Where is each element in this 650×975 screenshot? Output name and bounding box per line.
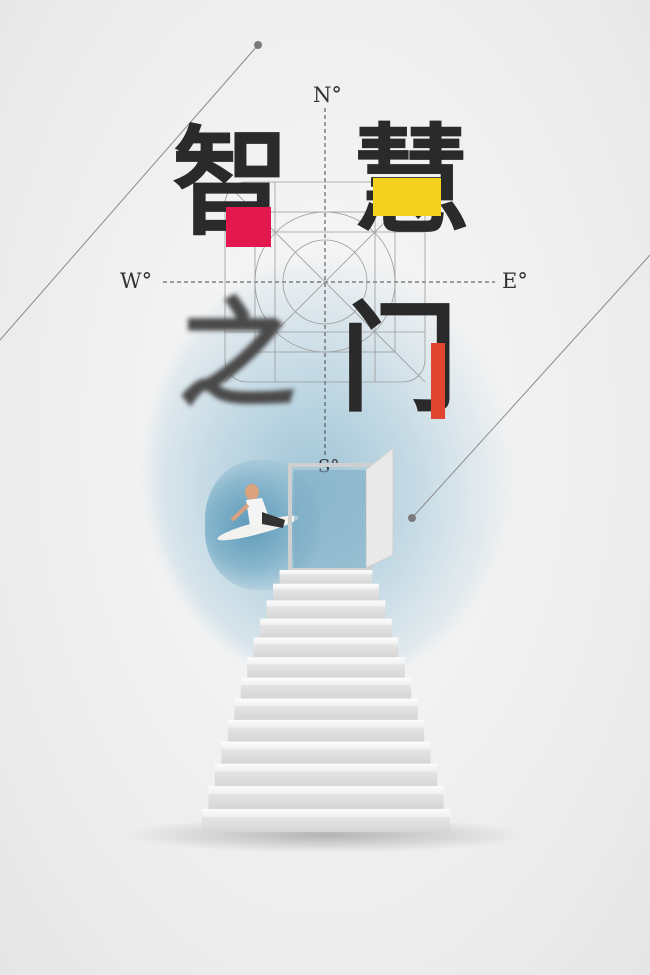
stair-tread bbox=[253, 637, 399, 645]
diagonal-line-left bbox=[0, 44, 259, 341]
stair-tread bbox=[221, 741, 431, 750]
stair-riser bbox=[247, 664, 405, 678]
stair-riser bbox=[214, 771, 438, 787]
stair-riser bbox=[273, 589, 379, 601]
stair-tread bbox=[273, 583, 379, 590]
stair-tread bbox=[208, 786, 444, 795]
stair-riser bbox=[221, 749, 431, 764]
stair-tread bbox=[279, 570, 373, 575]
diagonal-dot-bottom bbox=[408, 514, 416, 522]
diagonal-dot-top bbox=[254, 41, 262, 49]
surfer-head bbox=[245, 484, 259, 500]
accent-red-block bbox=[226, 207, 271, 247]
compass-north-label: N° bbox=[313, 83, 342, 107]
stair-tread bbox=[227, 719, 425, 728]
door-opening-view bbox=[294, 470, 366, 568]
stair-riser bbox=[202, 817, 450, 832]
stair-tread bbox=[240, 677, 412, 685]
stair-tread bbox=[247, 657, 405, 665]
accent-orange-bar bbox=[431, 343, 445, 419]
accent-yellow-block bbox=[373, 178, 441, 216]
compass-west-label: W° bbox=[120, 269, 153, 293]
stair-tread bbox=[202, 808, 450, 818]
stair-riser bbox=[208, 794, 444, 809]
stair-steps bbox=[202, 570, 450, 832]
stair-riser bbox=[260, 625, 392, 638]
stair-riser bbox=[240, 684, 412, 699]
stair-tread bbox=[260, 618, 392, 626]
stair-riser bbox=[279, 574, 373, 584]
compass-east-label: E° bbox=[502, 269, 528, 293]
surfer-shorts bbox=[262, 512, 285, 528]
stair-riser bbox=[227, 727, 425, 742]
diagonal-line-right bbox=[411, 254, 650, 519]
stair-tread bbox=[266, 600, 386, 607]
stair-riser bbox=[266, 606, 386, 619]
stair-tread bbox=[214, 763, 438, 772]
stair-tread bbox=[234, 698, 418, 707]
surfer-arm bbox=[230, 503, 250, 522]
title-char-zhi-of: 之 bbox=[178, 285, 297, 424]
stair-riser bbox=[234, 706, 418, 720]
stair-riser bbox=[253, 644, 399, 658]
